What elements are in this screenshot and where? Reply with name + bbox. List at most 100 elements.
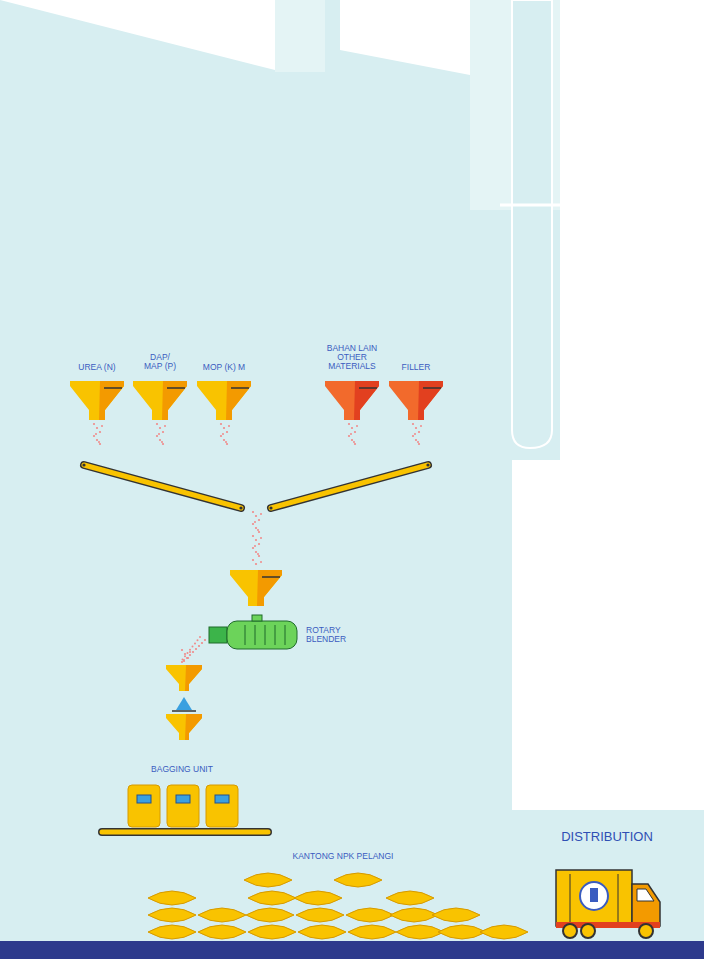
node-label: DAP/ MAP (P) [141, 353, 179, 371]
granule [226, 431, 228, 433]
granule [184, 655, 186, 657]
granule [417, 441, 419, 443]
granule [220, 435, 222, 437]
granule [199, 636, 201, 638]
sack [148, 908, 196, 922]
sack [198, 925, 246, 939]
conveyor [84, 465, 241, 508]
rotary-blender [209, 615, 297, 649]
label-node: UREA (N) [67, 363, 127, 372]
hopper [389, 381, 443, 420]
hopper-shade [185, 665, 202, 691]
granule [418, 443, 420, 445]
sack-pile [148, 873, 528, 939]
granule [195, 648, 197, 650]
granule [356, 425, 358, 427]
granule [254, 521, 256, 523]
bagging-unit [102, 785, 268, 832]
sack [248, 925, 296, 939]
sack [246, 908, 294, 922]
node-label: KANTONG NPK PELANGI [273, 852, 413, 861]
granule [159, 427, 161, 429]
granule [204, 639, 206, 641]
granule [158, 433, 160, 435]
granule [201, 642, 203, 644]
sack [480, 925, 528, 939]
sack [348, 925, 396, 939]
granule [354, 443, 356, 445]
granule [351, 439, 353, 441]
hopper-mark [104, 387, 122, 389]
granule [415, 439, 417, 441]
granule [161, 441, 163, 443]
sack [296, 908, 344, 922]
granule [164, 425, 166, 427]
roof-cut [0, 0, 275, 70]
granule [156, 423, 158, 425]
hopper-shade [162, 381, 187, 420]
granule [183, 660, 185, 662]
granule [223, 427, 225, 429]
granule [254, 545, 256, 547]
hopper-shade [226, 381, 251, 420]
granule [257, 553, 259, 555]
label-node: BAHAN LAIN OTHER MATERIALS [321, 344, 383, 371]
hopper-shade [185, 714, 202, 740]
sack [294, 891, 342, 905]
sack [386, 891, 434, 905]
granule [99, 443, 101, 445]
outside-area [512, 460, 704, 810]
wheel [581, 924, 595, 938]
granule [348, 435, 350, 437]
granule [162, 431, 164, 433]
roller [426, 463, 429, 466]
granule [182, 658, 184, 660]
granule [192, 651, 194, 653]
granule [101, 425, 103, 427]
granule [258, 531, 260, 533]
granule [255, 539, 257, 541]
granule [222, 433, 224, 435]
hopper-shade [418, 381, 443, 420]
roof-cut [340, 0, 470, 75]
granule [418, 431, 420, 433]
bag [206, 785, 238, 827]
granule [189, 649, 191, 651]
granule [255, 527, 257, 529]
granule [156, 435, 158, 437]
sack [396, 925, 444, 939]
roller [239, 506, 242, 509]
granule [225, 441, 227, 443]
bag-label [137, 795, 151, 803]
truck-rib [618, 874, 619, 922]
granule [189, 654, 191, 656]
drum-rib [255, 625, 256, 645]
sack [390, 908, 438, 922]
mixing-hopper [230, 570, 282, 606]
granule [192, 646, 194, 648]
granule [223, 439, 225, 441]
granule [98, 441, 100, 443]
granule [187, 657, 189, 659]
label-node: ROTARY BLENDER [306, 626, 358, 644]
sack [244, 873, 292, 887]
conveyor [271, 465, 428, 508]
granule [184, 653, 186, 655]
roller [269, 506, 272, 509]
chimney [275, 0, 325, 72]
granule [354, 431, 356, 433]
granule [260, 537, 262, 539]
wheel [639, 924, 653, 938]
truck-logo [580, 882, 608, 910]
truck-rib [570, 874, 571, 922]
hopper [133, 381, 187, 420]
granule [228, 425, 230, 427]
valve-base [172, 710, 196, 712]
label-node: DAP/ MAP (P) [141, 353, 179, 371]
bag-conveyor [102, 828, 268, 836]
drum-rib [265, 625, 266, 645]
drum-rib [285, 625, 286, 645]
sack [248, 891, 296, 905]
